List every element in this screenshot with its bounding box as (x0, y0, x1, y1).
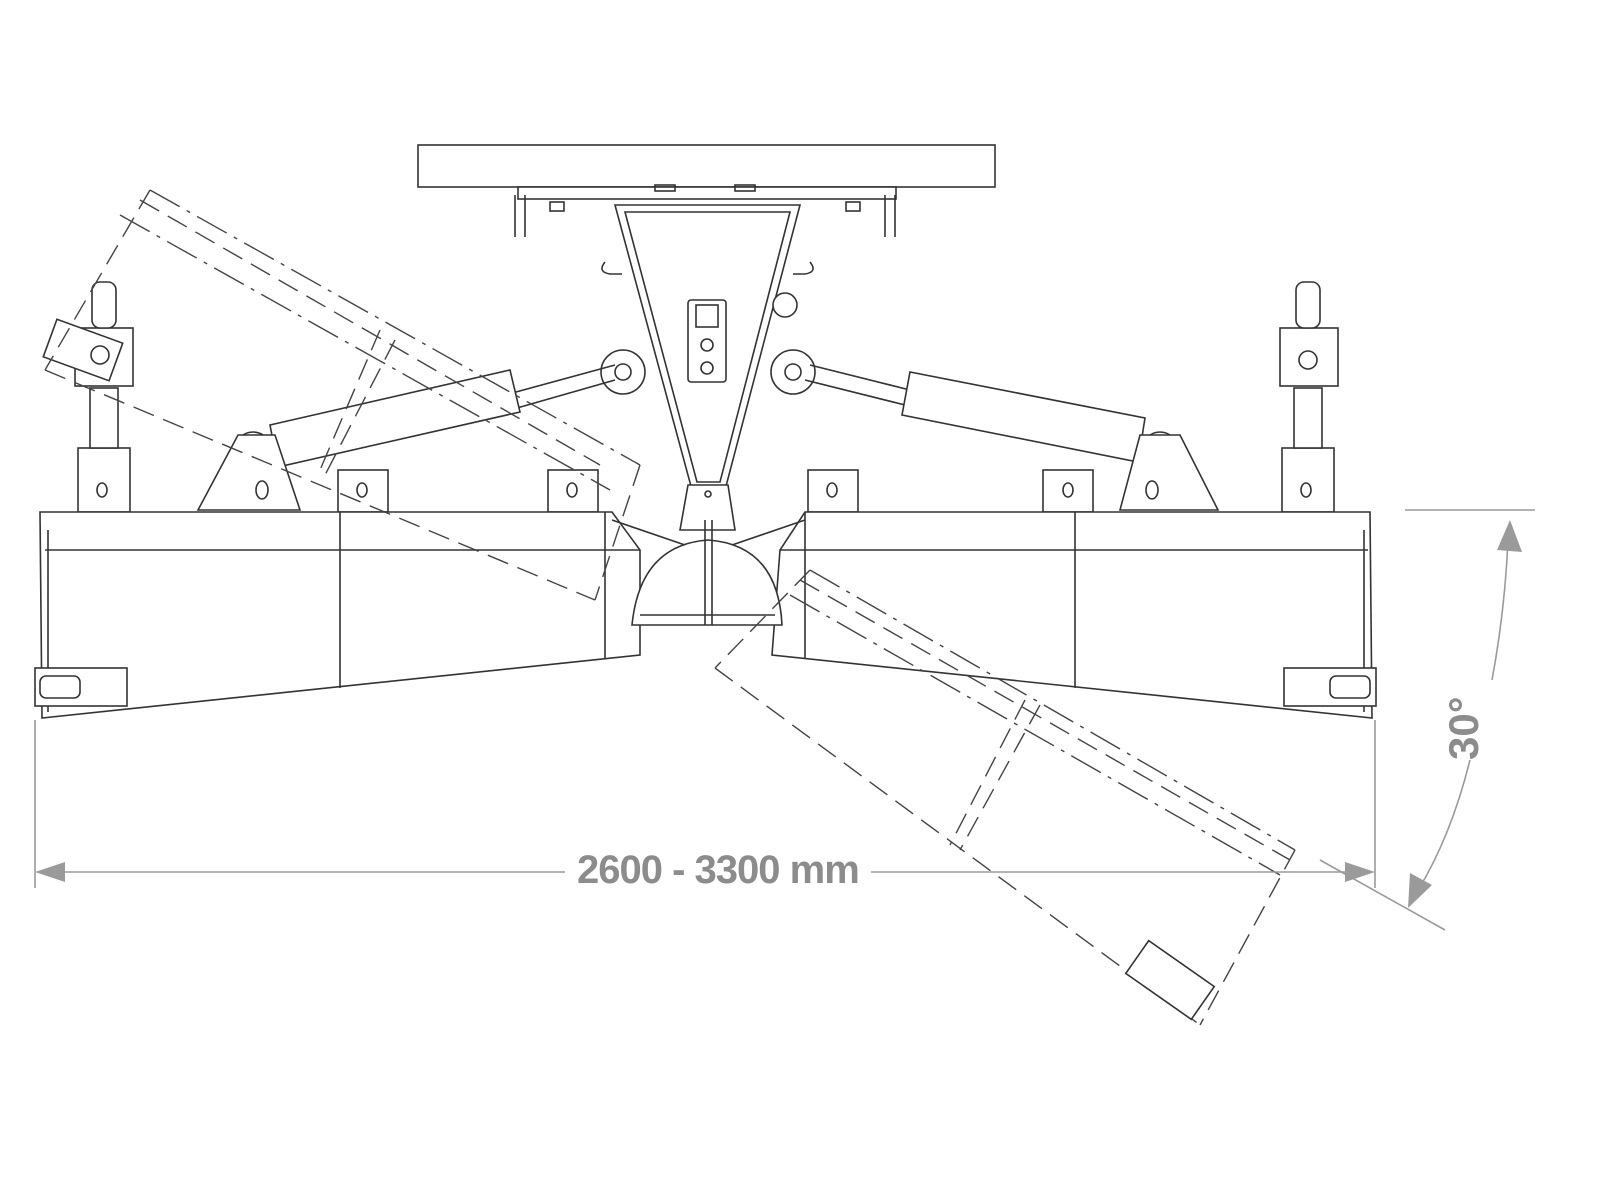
blade-lugs (337, 469, 1094, 513)
right-hydraulic-cylinder (804, 364, 1220, 511)
right-skid-post (1279, 281, 1339, 513)
right-blade (771, 511, 1377, 719)
width-dimension-label: 2600 - 3300 mm (565, 848, 871, 893)
angle-dimension-arc (1319, 509, 1535, 931)
angle-dimension-label: 30° (1440, 696, 1487, 760)
center-hemisphere (611, 519, 806, 626)
central-frame (600, 204, 816, 531)
right-blade-rotated-position (714, 569, 1296, 1026)
left-blade-rotated-position (44, 189, 641, 601)
left-blade (34, 511, 641, 719)
left-skid-post (42, 281, 134, 513)
mounting-plate (417, 144, 996, 237)
left-hydraulic-cylinder (196, 364, 616, 511)
